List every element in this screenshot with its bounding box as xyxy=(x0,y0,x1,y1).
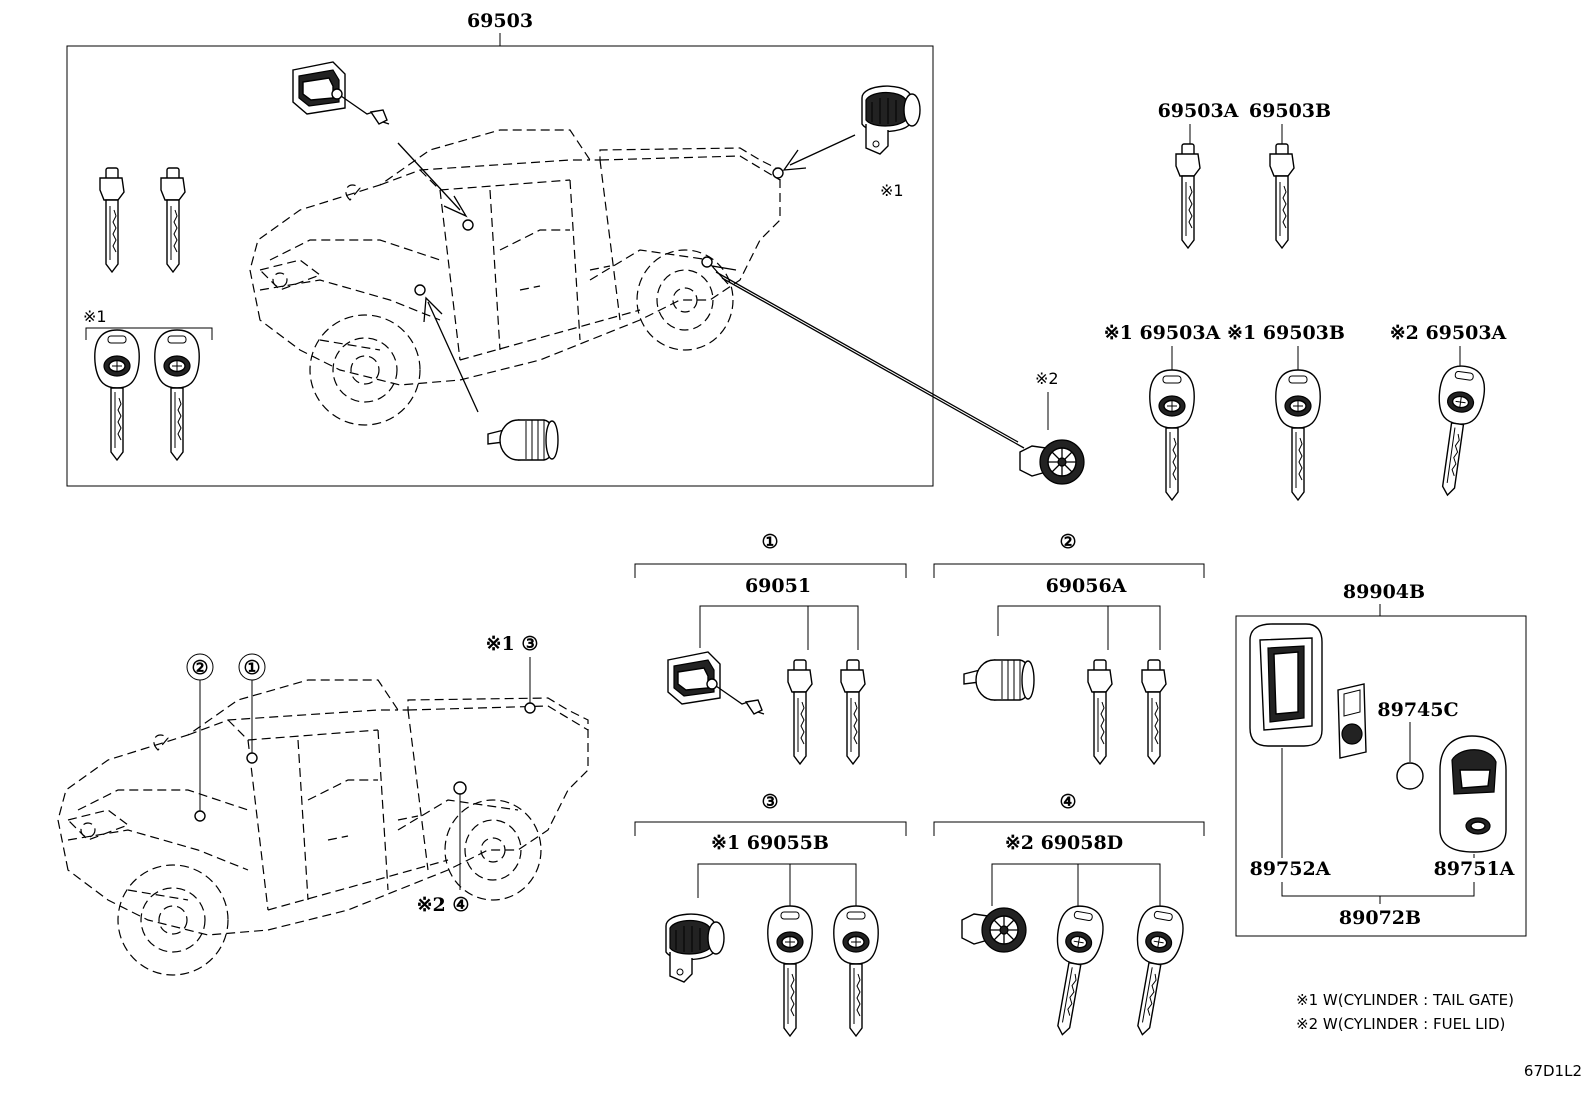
fuel-lid-cylinder-icon xyxy=(1019,439,1085,485)
part-number-69503: 69503 xyxy=(467,10,533,32)
part-number-69051: 69051 xyxy=(745,575,811,597)
part-number-69503B: 69503B xyxy=(1249,100,1331,122)
blade-key-icon xyxy=(160,167,186,273)
transponder-key-icon xyxy=(1149,369,1195,501)
remote-case-icon xyxy=(1249,623,1323,747)
part-number-n1-69503B: ※1 69503B xyxy=(1227,322,1345,344)
blade-key-icon xyxy=(99,167,125,273)
section-marker-4: ④ xyxy=(1059,791,1076,813)
part-number-n1-69503A: ※1 69503A xyxy=(1104,322,1221,344)
part-number-69058D: ※2 69058D xyxy=(1005,832,1123,854)
truck-marker-2: ② xyxy=(191,657,208,679)
truck-marker-3: ※1 ③ xyxy=(486,633,539,655)
truck-marker-1: ① xyxy=(243,657,260,679)
part-number-89751A: 89751A xyxy=(1434,858,1515,880)
remote-set-frame xyxy=(1235,615,1527,937)
section-marker-1: ① xyxy=(761,531,778,553)
pickup-truck-bottom xyxy=(57,679,589,976)
part-number-89745C: 89745C xyxy=(1377,699,1458,721)
section-marker-3: ③ xyxy=(761,791,778,813)
blade-key-icon xyxy=(1175,143,1201,249)
blade-key-icon xyxy=(1087,659,1113,765)
section-marker-2: ② xyxy=(1059,531,1076,553)
truck-marker-4: ※2 ④ xyxy=(417,894,470,916)
tail-gate-cylinder-icon xyxy=(861,85,921,155)
note1-top: ※1 xyxy=(880,181,904,200)
blade-key-icon xyxy=(787,659,813,765)
legend-note-1: ※1 W(CYLINDER : TAIL GATE) xyxy=(1296,991,1514,1009)
transponder-key-icon xyxy=(1119,902,1188,1040)
battery-icon xyxy=(1396,762,1424,790)
blade-key-icon xyxy=(1141,659,1167,765)
part-number-89904B: 89904B xyxy=(1343,581,1425,603)
legend-note-2: ※2 W(CYLINDER : FUEL LID) xyxy=(1296,1015,1505,1033)
circuit-board-icon xyxy=(1337,683,1367,759)
ignition-cylinder-icon xyxy=(487,419,559,461)
transponder-key-icon xyxy=(767,905,813,1037)
transponder-key-icon xyxy=(154,329,200,461)
door-lock-cylinder-icon xyxy=(292,61,390,125)
blade-key-icon xyxy=(840,659,866,765)
part-number-89072B: 89072B xyxy=(1339,907,1421,929)
note2-top: ※2 xyxy=(1035,369,1059,388)
transponder-key-icon xyxy=(1039,902,1108,1040)
ignition-cylinder-icon xyxy=(963,659,1035,701)
blade-key-icon xyxy=(1269,143,1295,249)
remote-transmitter-icon xyxy=(1439,735,1507,853)
transponder-key-icon xyxy=(1275,369,1321,501)
part-number-69055B: ※1 69055B xyxy=(711,832,829,854)
part-number-69503A: 69503A xyxy=(1158,100,1239,122)
part-number-89752A: 89752A xyxy=(1250,858,1331,880)
fuel-lid-cylinder-icon xyxy=(961,907,1027,953)
transponder-key-icon xyxy=(1424,362,1489,499)
part-number-69056A: 69056A xyxy=(1046,575,1127,597)
door-lock-cylinder-icon xyxy=(667,651,765,715)
pickup-truck-top xyxy=(249,129,781,426)
tail-gate-cylinder-icon xyxy=(665,913,725,983)
set-69503-frame xyxy=(66,45,934,487)
note1-left: ※1 xyxy=(83,307,107,326)
part-number-n2-69503A: ※2 69503A xyxy=(1390,322,1507,344)
diagram-code: 67D1L2 xyxy=(1524,1062,1582,1080)
transponder-key-icon xyxy=(833,905,879,1037)
transponder-key-icon xyxy=(94,329,140,461)
